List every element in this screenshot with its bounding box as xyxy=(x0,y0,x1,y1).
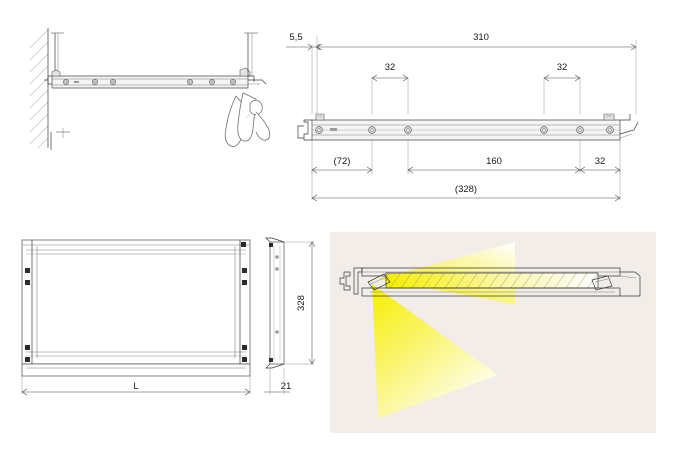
hand-illustration xyxy=(224,92,271,147)
wall-section-view xyxy=(0,0,290,180)
dimension-chain-bottom: (72) 160 32 xyxy=(311,140,621,174)
dimension-310-label: 310 xyxy=(473,32,489,43)
dimension-160-label: 160 xyxy=(486,156,502,167)
lower-bracket xyxy=(50,128,70,150)
dimension-328-label: (328) xyxy=(455,184,477,195)
dimension-32-right-label: 32 xyxy=(557,62,568,73)
bottom-plate xyxy=(21,363,251,377)
wall-hatching xyxy=(30,28,49,148)
emitter-right xyxy=(591,275,613,291)
dimension-328-vertical-label: 328 xyxy=(296,295,307,311)
plan-view: L xyxy=(8,232,263,397)
fixture-profile xyxy=(44,67,267,89)
emitter-left xyxy=(367,273,391,291)
dimension-32-right: 32 xyxy=(543,62,581,114)
side-profile xyxy=(265,237,285,369)
screw-markers xyxy=(315,126,614,134)
dimension-72-label: (72) xyxy=(334,156,351,167)
frame-outline xyxy=(21,239,251,365)
dimension-L-label: L xyxy=(133,381,138,392)
dimension-21-label: 21 xyxy=(281,381,292,392)
dimension-310: 310 xyxy=(316,32,637,114)
dimension-32-left-label: 32 xyxy=(385,62,396,73)
dimension-32-left: 32 xyxy=(371,62,409,114)
dimension-32-bottom: 32 xyxy=(579,156,621,174)
dimension-72: (72) xyxy=(311,156,373,174)
elevation-view: 5,5 310 32 32 xyxy=(286,22,666,207)
downward-beam xyxy=(372,284,498,418)
profile-cross-section xyxy=(339,267,641,297)
right-panel-line xyxy=(244,32,258,76)
dimension-21: 21 xyxy=(264,368,291,394)
dimension-32-bottom-label: 32 xyxy=(595,156,606,167)
side-view: 328 21 xyxy=(262,232,330,397)
rail-screw-markers xyxy=(63,79,236,85)
dimension-L: L xyxy=(21,376,251,396)
dimension-160: 160 xyxy=(407,156,581,174)
light-render-panel xyxy=(330,232,656,433)
dimension-328-overall: (328) xyxy=(311,170,621,202)
dimension-5-5-label: 5,5 xyxy=(289,32,302,43)
dimension-328-vertical: 328 xyxy=(284,241,316,365)
dimension-5-5: 5,5 xyxy=(286,32,321,114)
profile-body xyxy=(297,113,639,141)
fixing-dots xyxy=(25,242,247,362)
